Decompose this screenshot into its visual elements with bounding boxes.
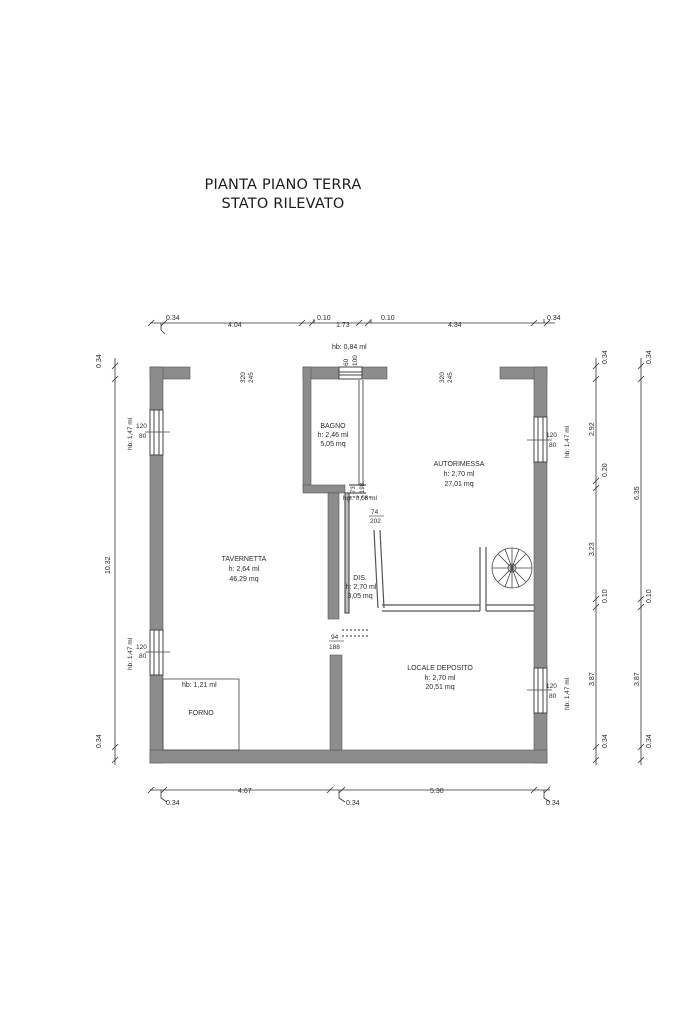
door-deposito-width: 94 [331,634,339,641]
room-autorimessa-area: 27,01 mq [444,481,473,488]
window-right-lower-w: 120 [546,683,557,690]
door-taver-width: 320 [240,372,247,383]
door-taver-height: 245 [248,372,255,383]
bottom-dim-1: 4.67 [238,788,252,795]
plan-title-line1: PIANTA PIANO TERRA [204,177,362,193]
room-forno-name: FORNO [188,710,214,717]
right-a-dim-4: 3.23 [589,542,596,556]
window-right-upper-h: 80 [549,442,557,449]
window-top-hb: hb: 0,84 ml [332,344,367,351]
window-top-width: 60 [343,358,350,366]
bottom-dim-3: 0.34 [166,800,180,807]
right-b-dim-5: 0.34 [646,734,653,748]
door-dis-height: 202 [370,518,381,525]
door-auto-width: 320 [439,372,446,383]
room-deposito-area: 20,51 mq [425,684,454,691]
room-dis-height: h: 2,70 ml [346,584,377,591]
room-dis-name: DIS. [353,575,367,582]
room-bagno-name: BAGNO [320,423,346,430]
window-left-lower-hb: hb: 1,47 ml [127,637,134,670]
top-dim-5: 0.10 [381,315,395,322]
hgr-label: hgr. 0,08 ml [343,495,378,502]
spiral-stair-icon [491,547,533,589]
door-auto-height: 245 [447,372,454,383]
dimension-lines [111,319,645,803]
window-right-upper-hb: hb: 1,47 ml [564,425,571,458]
windows [149,366,548,714]
right-a-dim-7: 0.34 [602,734,609,748]
room-tavernetta-name: TAVERNETTA [222,556,267,563]
left-dim-3: 0.34 [96,734,103,748]
door-dis-width: 74 [371,509,379,516]
door-deposito-height: 188 [329,644,340,651]
window-right-lower-hb: hb: 1,47 ml [564,677,571,710]
right-b-dim-3: 0.10 [646,589,653,603]
bottom-dim-4: 0.34 [346,800,360,807]
walls [149,366,548,764]
right-a-dim-3: 0.20 [602,463,609,477]
right-b-dim-1: 0.34 [646,350,653,364]
room-autorimessa-height: h: 2,70 ml [444,471,475,478]
room-forno-hb: hb: 1,21 ml [182,682,217,689]
room-deposito-height: h: 2,70 ml [425,675,456,682]
room-bagno-area: 5,05 mq [320,441,345,448]
right-a-dim-5: 0.10 [602,589,609,603]
window-left-lower-h: 80 [139,653,147,660]
partitions [162,380,534,751]
window-left-lower-w: 120 [136,644,147,651]
top-dim-2: 4.04 [228,322,242,329]
top-dim-3: 0.10 [317,315,331,322]
room-tavernetta-area: 46,29 mq [229,576,258,583]
window-top-height: 100 [352,355,359,366]
top-dim-4: 1.73 [336,322,350,329]
right-a-dim-1: 0.34 [602,350,609,364]
right-a-dim-6: 3.87 [589,672,596,686]
window-right-lower-h: 80 [549,693,557,700]
top-dim-1: 0.34 [166,315,180,322]
room-dis-area: 3,05 mq [347,593,372,600]
door-bagno-width: 73 [351,486,357,493]
window-ticks [145,431,552,691]
room-deposito-name: LOCALE DEPOSITO [407,665,473,672]
right-a-dim-2: 2.92 [589,422,596,436]
right-b-dim-2: 6.35 [634,486,641,500]
room-bagno-height: h: 2,46 ml [318,432,349,439]
window-right-upper-w: 120 [546,432,557,439]
right-b-dim-4: 3.87 [634,672,641,686]
window-left-upper-w: 120 [136,423,147,430]
plan-title-line2: STATO RILEVATO [221,196,345,212]
top-dim-6: 4.34 [448,322,462,329]
bottom-dim-5: 0.34 [546,800,560,807]
top-dim-7: 0.34 [547,315,561,322]
door-bagno-height: 198 [360,482,366,493]
bottom-dim-2: 5.30 [430,788,444,795]
window-left-upper-h: 80 [139,433,147,440]
left-dim-2: 10.32 [105,556,112,574]
left-dim-1: 0.34 [96,354,103,368]
window-left-upper-hb: hb: 1,47 ml [127,417,134,450]
room-autorimessa-name: AUTORIMESSA [434,461,485,468]
room-tavernetta-height: h: 2,64 ml [229,566,260,573]
